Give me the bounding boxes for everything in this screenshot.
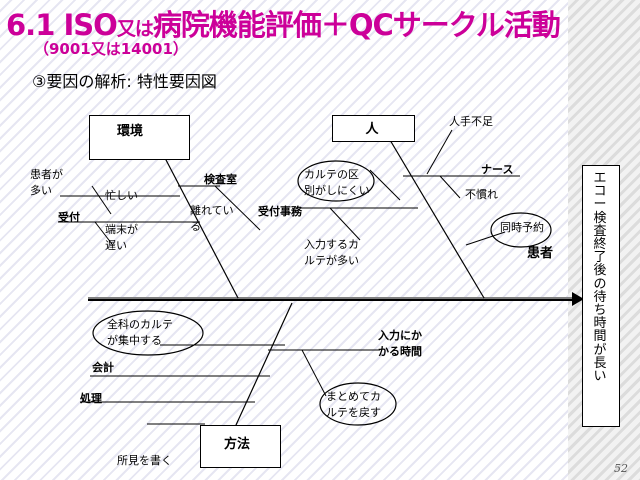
- ellipse-chart-hard: [297, 160, 375, 202]
- cause-person-nurse: ナース: [481, 163, 514, 176]
- category-label-person: 人: [365, 122, 379, 137]
- cause-env-reception: 受付: [58, 211, 80, 224]
- cause-env-exam-room: 検査室: [204, 173, 237, 186]
- ellipse-all-charts: [92, 310, 204, 356]
- cause-person-shortage: 人手不足: [449, 115, 493, 128]
- bone-environment: [164, 157, 239, 299]
- title-main: 6.1 ISO: [6, 8, 118, 42]
- sub-patient-same: [465, 231, 506, 246]
- cause-person-chart-hard: カルテの区 別がしにくい: [304, 168, 370, 197]
- category-label-environment: 環境: [116, 124, 143, 139]
- page-number: 52: [614, 462, 628, 475]
- cause-person-input-many: 入力するカ ルテが多い: [304, 238, 359, 267]
- cause-env-terminal-slow: 端末が 遅い: [105, 223, 138, 252]
- ellipse-same-time: [490, 212, 552, 248]
- ellipse-return: [319, 382, 397, 426]
- sub-env-terminal: [94, 221, 113, 245]
- cause-person-clerk: 受付事務: [258, 205, 302, 218]
- cause-method-processing: 処理: [80, 392, 102, 405]
- sub-person-input: [329, 207, 361, 241]
- slide-title: 6.1 ISO又は病院機能評価＋QCサークル活動: [6, 2, 561, 44]
- cause-method-all-charts: 全科のカルテ が集中する: [107, 318, 173, 347]
- category-box-person: [332, 115, 415, 142]
- sub-env-far: [214, 185, 261, 231]
- cause-env-busy: 忙しい: [105, 189, 138, 202]
- sub-person-unused: [439, 175, 461, 199]
- title-small: 又は: [116, 18, 154, 40]
- slide-subtitle: （9001又は14001）: [34, 40, 188, 58]
- sub-person-shortage: [426, 129, 453, 175]
- cause-method-return: まとめてカ ルテを戻す: [326, 390, 381, 419]
- cause-method-see-write: 所見を書く: [117, 454, 172, 467]
- slide-heading: ③要因の解析: 特性要因図: [32, 72, 217, 91]
- cause-person-unused: 不慣れ: [465, 188, 498, 201]
- cause-env-far: 離れてい る: [190, 204, 234, 233]
- category-label-method: 方法: [223, 437, 250, 452]
- spine-arrowhead: [572, 292, 584, 306]
- cause-method-input-time: 入力にか かる時間: [378, 329, 422, 358]
- cause-method-accounting: 会計: [92, 361, 114, 374]
- effect-box: [582, 165, 620, 427]
- cause-patient-same-time: 同時予約: [500, 221, 544, 234]
- cause-env-patients-many: 患者が 多い: [30, 168, 63, 197]
- category-box-method: [200, 425, 281, 468]
- sub-person-chart: [369, 169, 401, 201]
- bone-method: [235, 302, 293, 426]
- effect-text: エコー検査終了後の待ち時間が長い: [593, 171, 607, 385]
- title-rest: 病院機能評価＋QCサークル活動: [152, 8, 561, 42]
- category-box-environment: [89, 115, 190, 160]
- sub-method-return: [301, 349, 327, 397]
- sub-env-busy-slant: [91, 185, 112, 215]
- category-label-patient: 患者: [527, 246, 554, 261]
- bone-person: [389, 139, 485, 299]
